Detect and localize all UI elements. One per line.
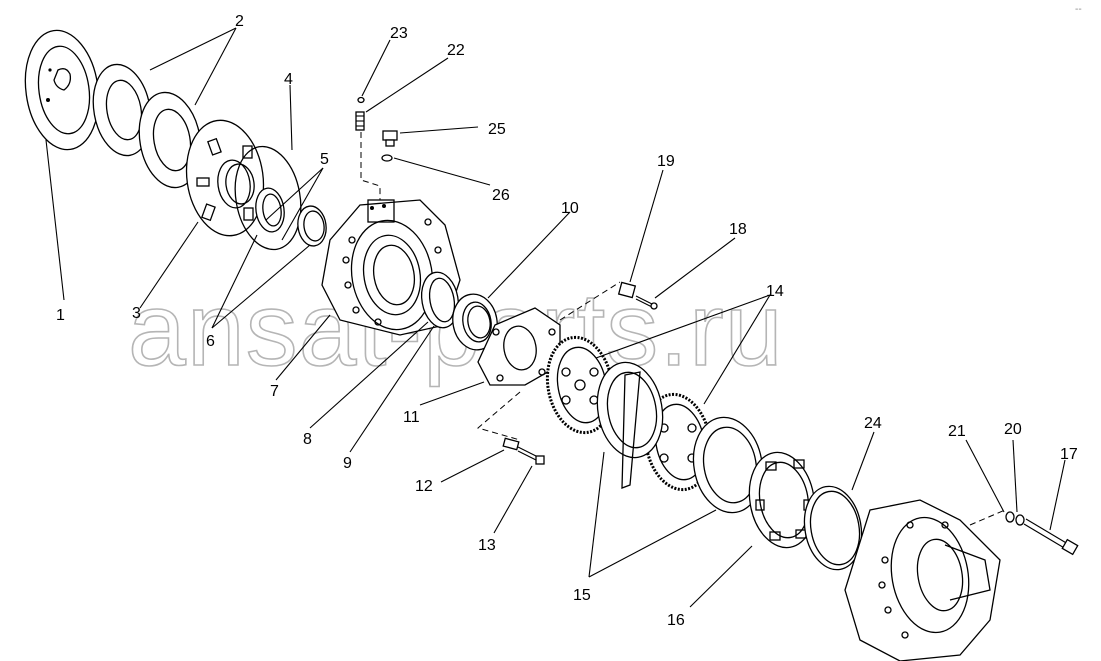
label-13: 13 bbox=[478, 537, 496, 554]
axle-housing bbox=[844, 499, 1006, 661]
label-22: 22 bbox=[447, 42, 465, 59]
label-21: 21 bbox=[948, 423, 966, 440]
part-5-6-rings bbox=[255, 187, 327, 247]
leader-lines bbox=[45, 27, 1066, 608]
corner-mark: -- bbox=[1075, 4, 1082, 15]
part-number-labels: 1 2 3 4 5 6 7 8 9 10 11 12 13 14 15 16 1… bbox=[56, 13, 1078, 629]
label-11: 11 bbox=[403, 409, 420, 426]
label-16: 16 bbox=[667, 612, 685, 629]
label-18: 18 bbox=[729, 221, 747, 238]
label-24: 24 bbox=[864, 415, 882, 432]
label-2: 2 bbox=[235, 13, 244, 30]
label-25: 25 bbox=[488, 121, 506, 138]
label-23: 23 bbox=[390, 25, 408, 42]
label-26: 26 bbox=[492, 187, 510, 204]
part-3-hub-carrier bbox=[185, 119, 265, 237]
part-15-steel-plates bbox=[596, 361, 764, 514]
label-5: 5 bbox=[320, 151, 329, 168]
label-15: 15 bbox=[573, 587, 591, 604]
part-18-19-pin-sleeve bbox=[617, 281, 658, 310]
label-8: 8 bbox=[303, 431, 312, 448]
part-4-disc bbox=[234, 145, 302, 251]
part-25-26-bolt-oring bbox=[381, 130, 398, 162]
label-14: 14 bbox=[766, 283, 784, 300]
label-7: 7 bbox=[270, 383, 279, 400]
label-20: 20 bbox=[1004, 421, 1022, 438]
label-12: 12 bbox=[415, 478, 433, 495]
part-11-plate bbox=[476, 281, 621, 441]
part-1-flange-plate bbox=[24, 29, 100, 151]
label-9: 9 bbox=[343, 455, 352, 472]
label-19: 19 bbox=[657, 153, 675, 170]
label-1: 1 bbox=[56, 307, 65, 324]
label-17: 17 bbox=[1060, 446, 1078, 463]
label-10: 10 bbox=[561, 200, 579, 217]
part-16-spring-plate bbox=[748, 451, 816, 549]
label-6: 6 bbox=[206, 333, 215, 350]
part-24-ring bbox=[803, 485, 863, 571]
label-3: 3 bbox=[132, 305, 141, 322]
part-12-13-fasteners bbox=[502, 437, 545, 465]
part-22-23-pin bbox=[355, 96, 381, 200]
part-17-20-21-bolt-nut-washer bbox=[1005, 511, 1079, 556]
label-4: 4 bbox=[284, 71, 293, 88]
part-8-9-10-seals bbox=[420, 271, 498, 351]
